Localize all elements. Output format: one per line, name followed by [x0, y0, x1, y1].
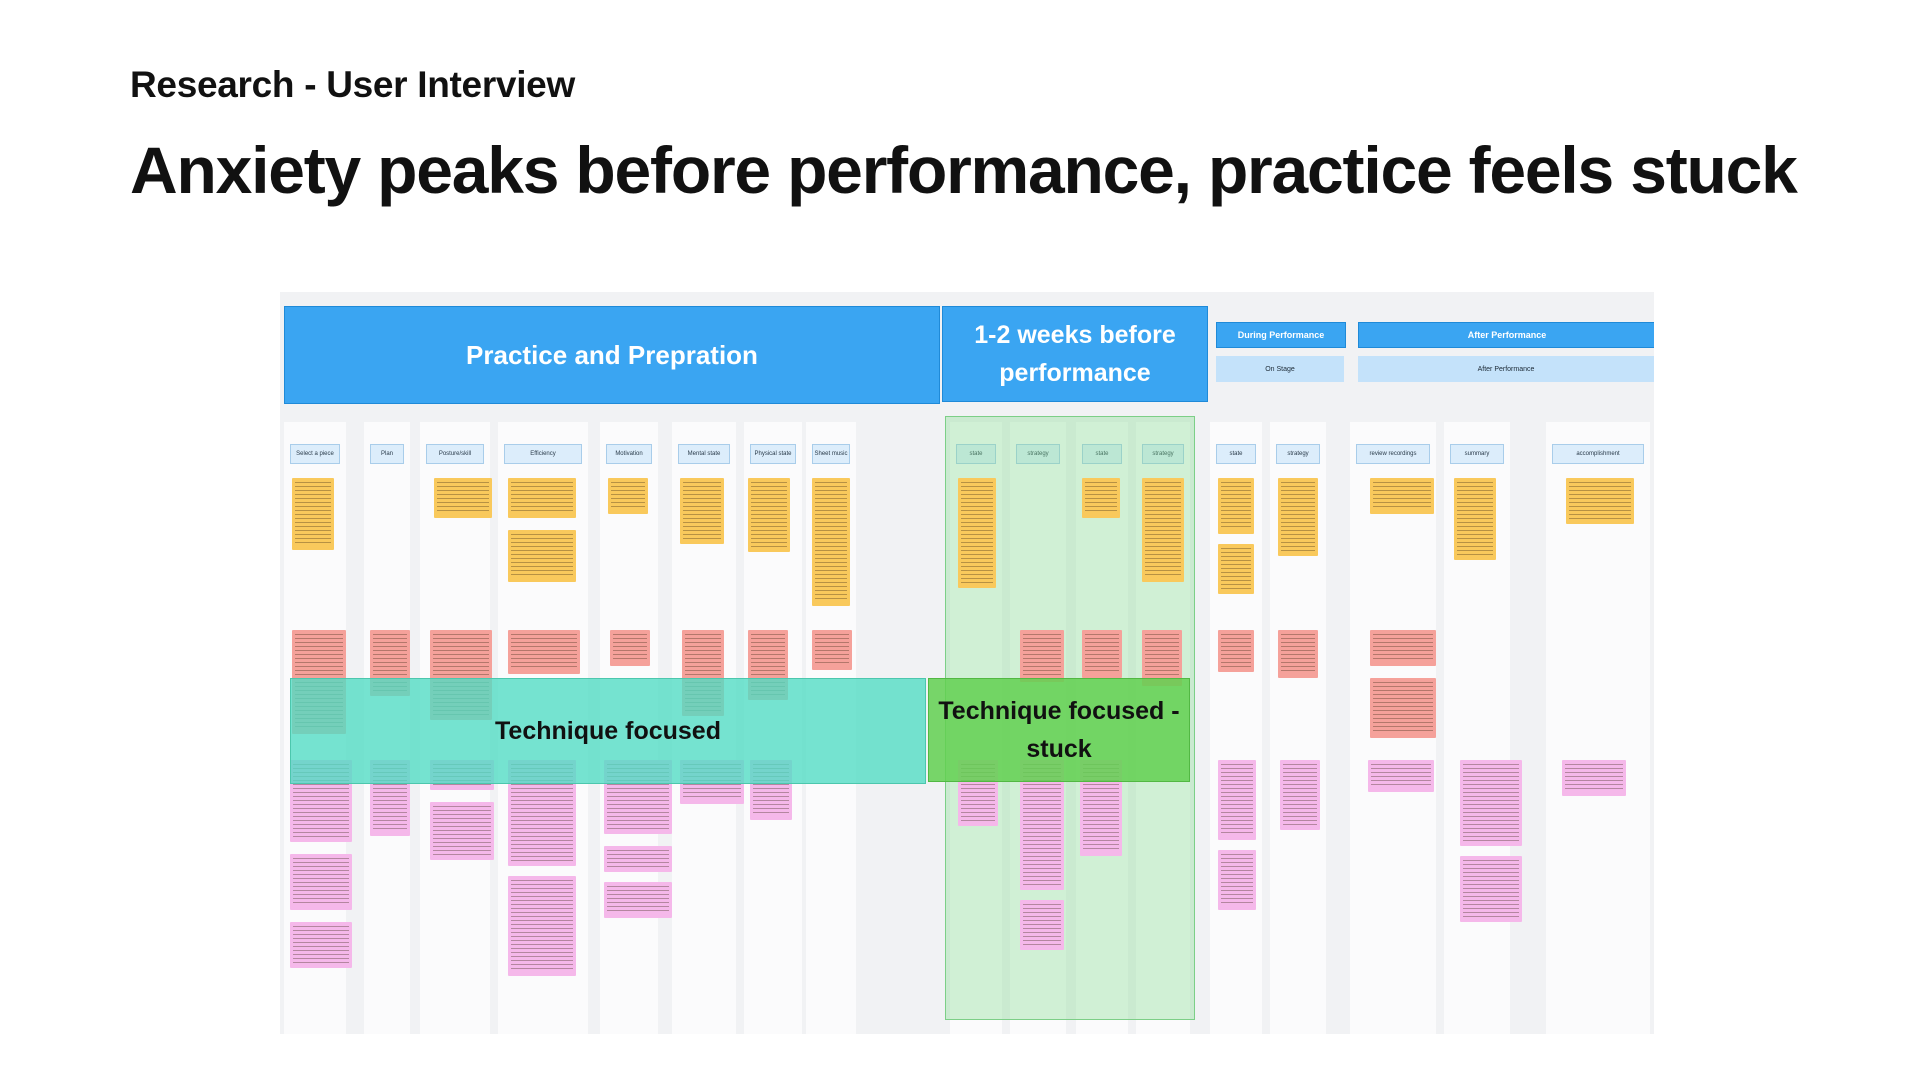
column-header: summary: [1450, 444, 1504, 464]
sticky-note[interactable]: [1082, 630, 1122, 678]
sticky-note[interactable]: [1020, 630, 1064, 682]
column-header: accomplishment: [1552, 444, 1644, 464]
affinity-board[interactable]: Select a piece Plan Posture/skill Effici…: [280, 292, 1654, 1034]
column-header: Posture/skill: [426, 444, 484, 464]
sticky-note[interactable]: [1278, 630, 1318, 678]
sticky-note[interactable]: [1218, 544, 1254, 594]
column-header: Mental state: [678, 444, 730, 464]
phase-after-performance[interactable]: After Performance: [1358, 322, 1654, 348]
sticky-note[interactable]: [1218, 760, 1256, 840]
sticky-note[interactable]: [748, 478, 790, 552]
sticky-note[interactable]: [610, 630, 650, 666]
column-header: state: [956, 444, 996, 464]
sticky-note[interactable]: [1280, 760, 1320, 830]
technique-focused-tag[interactable]: Technique focused: [290, 678, 926, 784]
sticky-note[interactable]: [1218, 630, 1254, 672]
sticky-note[interactable]: [1562, 760, 1626, 796]
sticky-note[interactable]: [1460, 760, 1522, 846]
technique-focused-stuck-tag[interactable]: Technique focused - stuck: [928, 678, 1190, 782]
sticky-note[interactable]: [290, 922, 352, 968]
sticky-note[interactable]: [290, 854, 352, 910]
sticky-note[interactable]: [1278, 478, 1318, 556]
sticky-note[interactable]: [1370, 630, 1436, 666]
sticky-note[interactable]: [508, 876, 576, 976]
phase-after-sublabel: After Performance: [1358, 356, 1654, 382]
column-header: Physical state: [750, 444, 796, 464]
sticky-note[interactable]: [1368, 760, 1434, 792]
column-header: review recordings: [1356, 444, 1430, 464]
sticky-note[interactable]: [958, 478, 996, 588]
column-header: Motivation: [606, 444, 652, 464]
column-header: strategy: [1016, 444, 1060, 464]
column-header: state: [1082, 444, 1122, 464]
sticky-note[interactable]: [604, 882, 672, 918]
column-header: Sheet music: [812, 444, 850, 464]
phase-practice[interactable]: Practice and Prepration: [284, 306, 940, 404]
sticky-note[interactable]: [812, 478, 850, 606]
column-header: Plan: [370, 444, 404, 464]
sticky-note[interactable]: [1142, 478, 1184, 582]
column-header: state: [1216, 444, 1256, 464]
sticky-note[interactable]: [1370, 678, 1436, 738]
column-header: strategy: [1142, 444, 1184, 464]
phase-during-sublabel: On Stage: [1216, 356, 1344, 382]
sticky-note[interactable]: [430, 802, 494, 860]
sticky-note[interactable]: [1218, 850, 1256, 910]
sticky-note[interactable]: [1082, 478, 1120, 518]
sticky-note[interactable]: [1454, 478, 1496, 560]
sticky-note[interactable]: [434, 478, 492, 518]
page-headline: Anxiety peaks before performance, practi…: [130, 133, 1798, 207]
eyebrow-title: Research - User Interview: [130, 64, 575, 105]
sticky-note[interactable]: [1020, 900, 1064, 950]
sticky-note[interactable]: [1218, 478, 1254, 534]
sticky-note[interactable]: [508, 478, 576, 518]
column-header: Select a piece: [290, 444, 340, 464]
column-accomplishment: accomplishment: [1546, 422, 1650, 1034]
sticky-note[interactable]: [1370, 478, 1434, 514]
sticky-note[interactable]: [508, 530, 576, 582]
column-header: strategy: [1276, 444, 1320, 464]
sticky-note[interactable]: [1142, 630, 1182, 686]
sticky-note[interactable]: [508, 630, 580, 674]
sticky-note[interactable]: [680, 478, 724, 544]
column-header: Efficiency: [504, 444, 582, 464]
sticky-note[interactable]: [604, 846, 672, 872]
sticky-note[interactable]: [1460, 856, 1522, 922]
phase-pre-performance[interactable]: 1-2 weeks before performance: [942, 306, 1208, 402]
sticky-note[interactable]: [812, 630, 852, 670]
sticky-note[interactable]: [608, 478, 648, 514]
sticky-note[interactable]: [1566, 478, 1634, 524]
sticky-note[interactable]: [292, 478, 334, 550]
phase-during-performance[interactable]: During Performance: [1216, 322, 1346, 348]
